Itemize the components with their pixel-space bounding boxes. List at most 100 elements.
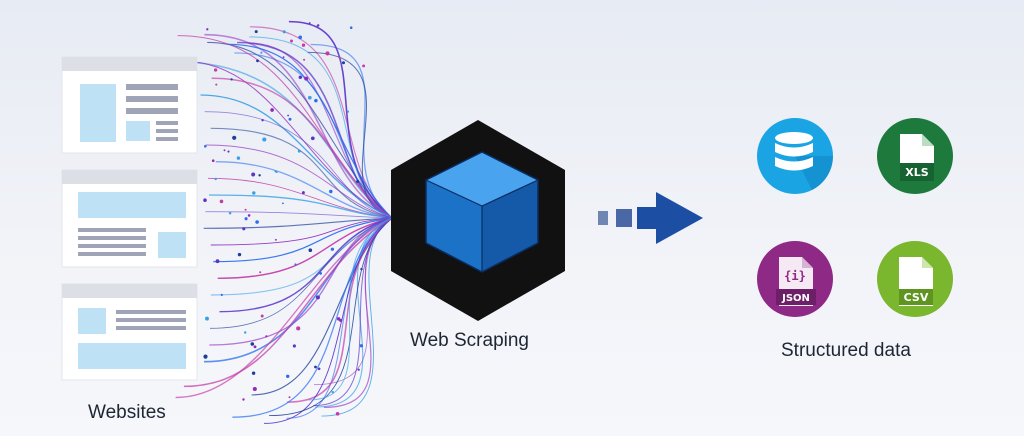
flow-dot: [220, 293, 223, 297]
flow-line: [175, 217, 393, 399]
flow-line: [288, 20, 393, 219]
flow-line: [200, 94, 393, 219]
flow-line: [307, 51, 393, 219]
flow-line: [308, 217, 393, 401]
flow-dot: [230, 78, 233, 81]
websites-label: Websites: [88, 402, 166, 423]
flow-dot: [254, 30, 258, 34]
flow-dot: [214, 177, 217, 181]
website-page-3: [61, 283, 198, 381]
flow-dot: [237, 252, 242, 257]
flow-line: [208, 194, 393, 219]
data-flow-dots: [203, 22, 366, 416]
flow-dot: [215, 259, 220, 264]
csv-file-icon: CSV: [877, 241, 953, 317]
svg-text:CSV: CSV: [904, 291, 929, 304]
flow-dot: [204, 145, 207, 148]
flow-dot: [203, 198, 207, 202]
flow-dot: [256, 59, 259, 63]
flow-dot: [297, 149, 301, 153]
flow-dot: [243, 331, 247, 334]
web-scraping-hexagon: [391, 120, 565, 321]
flow-line: [211, 77, 393, 219]
flow-dot: [260, 314, 264, 318]
flow-line: [310, 43, 393, 219]
flow-line: [210, 217, 393, 246]
flow-arrow: [598, 192, 703, 244]
flow-dot: [314, 98, 318, 103]
flow-dot: [228, 211, 232, 215]
flow-dot: [336, 317, 341, 321]
flow-dot: [316, 24, 319, 27]
website-page-2: [61, 169, 198, 268]
flow-dot: [203, 354, 208, 359]
flow-dot: [213, 68, 218, 72]
flow-dot: [362, 64, 366, 68]
flow-line: [217, 217, 393, 280]
flow-dot: [251, 172, 256, 177]
flow-dot: [346, 110, 350, 113]
flow-dot: [294, 263, 297, 266]
svg-text:{i}: {i}: [784, 269, 806, 283]
flow-dot: [251, 371, 256, 375]
flow-line: [213, 217, 393, 263]
flow-dot: [349, 26, 353, 29]
flow-line: [204, 33, 393, 219]
flow-dot: [308, 22, 311, 25]
flow-line: [249, 36, 393, 219]
flow-dot: [258, 174, 261, 177]
flow-line: [321, 217, 393, 417]
flow-dot: [227, 150, 230, 153]
flow-dot: [301, 43, 306, 47]
flow-dot: [282, 202, 284, 205]
flow-dot: [338, 56, 341, 59]
flow-dot: [206, 28, 209, 31]
flow-dot: [356, 180, 360, 183]
flow-line: [227, 43, 393, 219]
svg-text:XLS: XLS: [905, 166, 928, 179]
flow-line: [182, 60, 393, 219]
flow-dot: [298, 35, 303, 40]
cube-icon: [425, 151, 539, 273]
flow-dot: [319, 272, 322, 275]
flow-dot: [331, 391, 334, 394]
flow-dot: [244, 208, 247, 211]
flow-dot: [292, 344, 296, 348]
flow-dot: [252, 191, 256, 195]
xls-file-icon: XLS: [877, 118, 953, 194]
flow-dot: [298, 75, 303, 80]
data-flow-lines: [175, 20, 393, 424]
flow-dot: [342, 61, 345, 65]
flow-dot: [307, 95, 312, 100]
flow-dot: [274, 170, 277, 173]
flow-line: [232, 217, 393, 418]
svg-text:JSON: JSON: [781, 293, 810, 304]
flow-dot: [244, 217, 248, 221]
flow-dot: [265, 335, 268, 338]
flow-dot: [236, 156, 241, 160]
flow-dot: [215, 83, 218, 86]
flow-line: [269, 217, 393, 417]
flow-dot: [304, 76, 309, 81]
flow-dot: [232, 135, 237, 140]
structured-data-label: Structured data: [781, 340, 911, 361]
flow-dot: [325, 51, 330, 56]
flow-line: [203, 217, 393, 229]
flow-dot: [253, 345, 257, 349]
flow-dot: [255, 220, 259, 224]
flow-line: [219, 217, 393, 313]
flow-dot: [242, 227, 246, 231]
flow-dot: [314, 365, 317, 369]
flow-dot: [317, 367, 321, 371]
flow-line: [209, 217, 393, 346]
flow-dot: [357, 368, 360, 371]
flow-dot: [270, 108, 274, 112]
flow-line: [177, 35, 393, 219]
flow-line: [203, 217, 393, 363]
flow-dot: [308, 248, 313, 252]
flow-line: [205, 211, 393, 219]
flow-dot: [223, 149, 226, 152]
flow-line: [323, 217, 393, 409]
flow-dot: [260, 51, 263, 54]
